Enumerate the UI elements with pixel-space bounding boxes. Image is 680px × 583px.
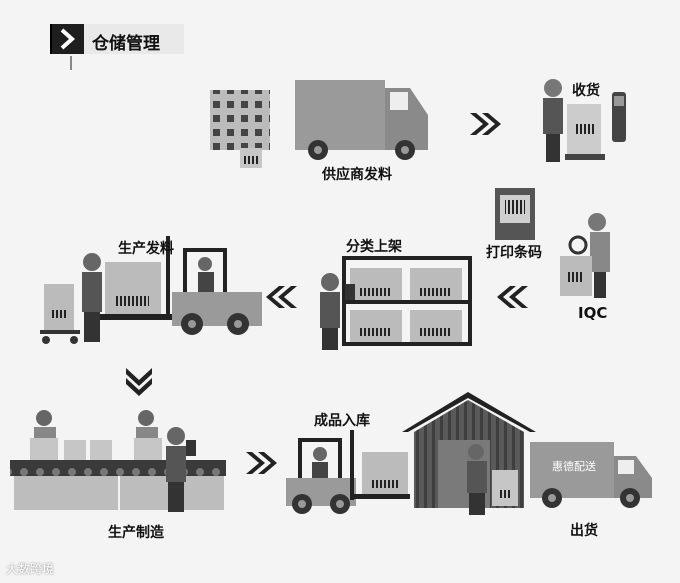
step-label-production-manufacture: 生产制造 — [108, 525, 164, 541]
section-header: 仓储管理 — [50, 24, 184, 54]
step-label-sort-shelve: 分类上架 — [346, 239, 402, 255]
chevron-right-icon — [52, 24, 84, 54]
step-label-receive: 收货 — [572, 83, 600, 99]
supplier-building-icon — [210, 90, 270, 168]
arrow-left-icon — [497, 286, 528, 308]
forklift-icon — [100, 236, 262, 335]
arrow-right-icon — [246, 452, 277, 474]
arrow-left-icon — [266, 286, 297, 308]
issuing-worker-icon — [40, 253, 102, 344]
arrow-right-icon — [470, 113, 501, 135]
warehouse-worker-icon — [467, 444, 518, 515]
storage-shelf-icon — [342, 256, 472, 346]
shelving-worker-icon — [320, 273, 355, 350]
receiving-worker-icon — [543, 79, 626, 162]
arrow-down-icon — [126, 368, 152, 396]
iqc-inspector-icon — [560, 213, 610, 298]
step-label-iqc: IQC — [578, 304, 608, 322]
step-label-finished-storage: 成品入库 — [314, 413, 370, 429]
step-label-shipping: 出货 — [570, 523, 598, 539]
step-label-supplier-ship: 供应商发料 — [322, 167, 392, 183]
watermark: 大数跨境 — [6, 562, 55, 576]
step-label-production-issue: 生产发料 — [118, 241, 174, 257]
page-title: 仓储管理 — [92, 34, 160, 54]
truck-side-text: 惠德配送 — [552, 460, 596, 473]
header-underline — [70, 56, 72, 70]
finished-goods-forklift-icon — [286, 430, 410, 514]
shipping-truck-icon — [530, 442, 652, 508]
barcode-printer-icon — [495, 188, 535, 240]
production-line-icon — [10, 410, 226, 512]
step-label-print-barcode: 打印条码 — [486, 245, 542, 261]
supplier-truck-icon — [295, 80, 428, 160]
